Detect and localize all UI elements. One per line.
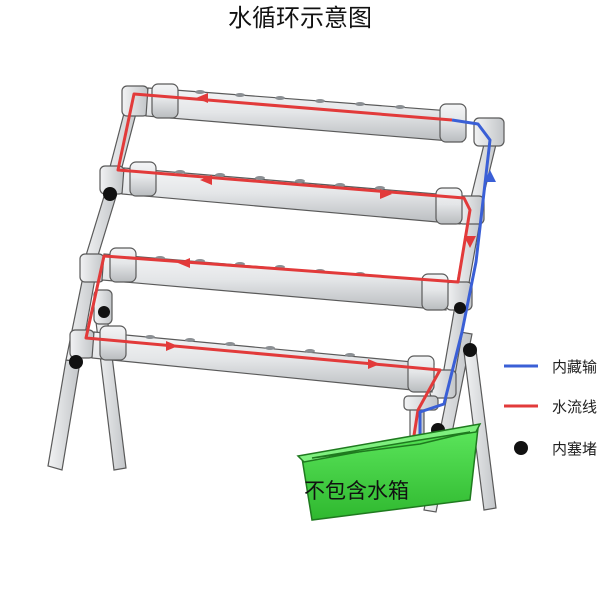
water-tank [296, 423, 482, 521]
planting-holes [145, 90, 405, 357]
flow-arrows [166, 93, 476, 369]
flow-arrow-4 [166, 341, 178, 351]
flow-arrow-7 [200, 175, 212, 185]
flow-arrow-5 [368, 359, 380, 369]
pipe-tier-1 [145, 83, 467, 143]
left-front-leg [47, 359, 81, 471]
flow-arrow-1 [196, 93, 208, 103]
legend-plug-dot [514, 441, 528, 455]
plug-1 [103, 187, 117, 201]
hidden-line-arrow [484, 170, 496, 182]
pipe-tier-4 [91, 325, 435, 393]
left-joint-4 [69, 329, 95, 359]
grow-pipes [91, 83, 467, 393]
left-frame [65, 85, 149, 363]
flow-arrow-2 [380, 189, 392, 199]
legend-plug-label: 内塞堵 [552, 440, 597, 458]
left-joint-1 [121, 85, 149, 117]
tank-inner [311, 431, 471, 459]
legend-hidden-label: 内藏输 [552, 358, 597, 376]
hidden-line [418, 118, 492, 448]
plug-5 [463, 343, 477, 357]
tank-label: 不包含水箱 [304, 479, 409, 503]
plug-3 [69, 355, 83, 369]
pipe-tier-3 [101, 247, 449, 311]
plug-4 [454, 302, 466, 314]
legend-flow-label: 水流线 [552, 398, 597, 416]
plug-2 [98, 306, 110, 318]
page-title: 水循环示意图 [228, 4, 372, 32]
flow-arrow-6 [464, 236, 476, 248]
flow-arrow-3 [178, 258, 190, 268]
legend: 内藏输 水流线 内塞堵 [504, 358, 597, 458]
flow-line [84, 92, 472, 449]
